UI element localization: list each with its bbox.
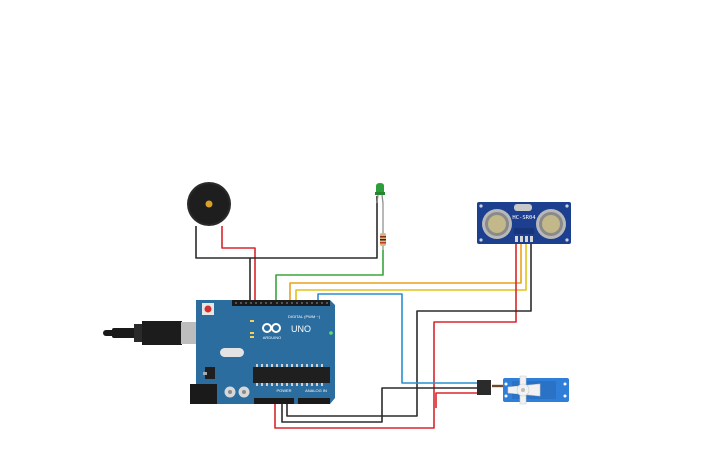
arduino-uno[interactable]: DIGITAL (PWM ~) POWER ANALOG IN UNO ARDU… [190, 300, 335, 404]
crystal-oscillator [220, 348, 244, 357]
wire-servo-power[interactable] [435, 392, 478, 408]
wire-servo-signal[interactable] [317, 293, 478, 384]
wire-buzzer-ground[interactable] [195, 226, 251, 302]
status-leds [250, 320, 254, 338]
wire-sensor-trig[interactable] [289, 242, 522, 302]
analog-in-label: ANALOG IN [305, 388, 327, 393]
servo-horn [507, 375, 541, 405]
servo-connector [477, 380, 491, 395]
arduino-logo [262, 323, 281, 333]
reset-button[interactable] [202, 303, 214, 315]
capacitors [224, 386, 250, 398]
power-label: POWER [276, 388, 291, 393]
wire-sensor-vcc[interactable] [274, 242, 517, 429]
voltage-regulator [203, 367, 215, 379]
analog-header[interactable] [298, 398, 330, 404]
piezo-buzzer[interactable] [187, 182, 231, 226]
uno-model-label: UNO [291, 324, 311, 334]
wire-buzzer-positive[interactable] [221, 226, 256, 302]
led[interactable] [375, 183, 385, 204]
servo-motor[interactable] [477, 375, 569, 405]
wire-resistor-green[interactable] [275, 250, 384, 302]
sensor-transducer-right [536, 209, 566, 239]
sensor-model-label: HC-SR04 [512, 215, 536, 221]
sensor-transducer-left [482, 209, 512, 239]
atmega-chip [253, 364, 330, 386]
wire-servo-ground[interactable] [281, 387, 478, 423]
digital-pins-label: DIGITAL (PWM ~) [288, 314, 321, 319]
resistor[interactable] [380, 203, 386, 250]
wire-led-cathode[interactable] [250, 196, 378, 259]
power-led [329, 331, 333, 335]
sensor-crystal [514, 204, 532, 211]
ultrasonic-sensor[interactable]: HC-SR04 [477, 202, 571, 244]
buzzer-center-dot [205, 200, 213, 208]
wire-sensor-gnd[interactable] [286, 242, 532, 417]
power-header[interactable] [254, 398, 294, 404]
wires [195, 196, 532, 429]
wire-sensor-echo[interactable] [295, 242, 527, 302]
dc-power-jack[interactable] [190, 384, 217, 404]
sensor-pins [515, 236, 533, 242]
arduino-brand-label: ARDUINO [263, 335, 281, 340]
